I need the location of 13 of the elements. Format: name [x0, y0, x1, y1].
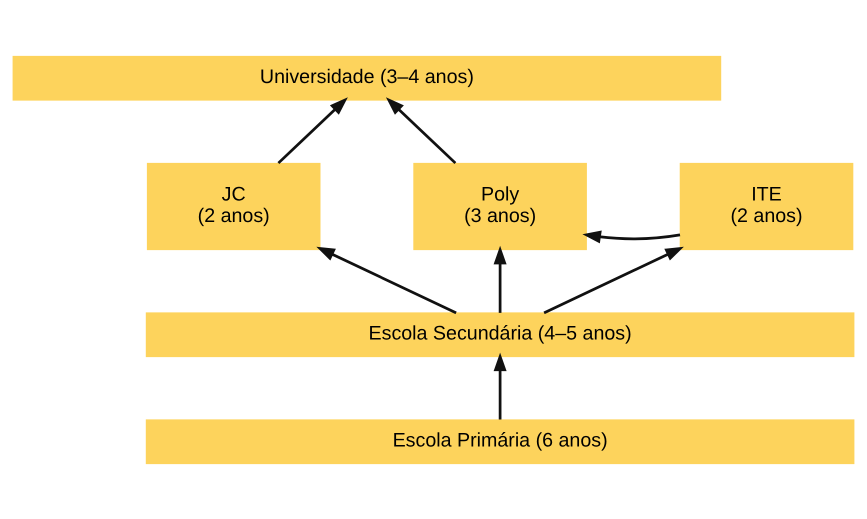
arrow: [544, 246, 684, 314]
node-box: JC (2 anos): [146, 162, 320, 250]
arrow: [386, 96, 456, 164]
arrow: [494, 352, 507, 419]
node-box: Poly (3 anos): [413, 162, 587, 250]
node-box: ITE (2 anos): [680, 162, 854, 250]
node-box: Escola Primária (6 anos): [146, 418, 854, 464]
arrow: [316, 246, 457, 314]
node-box: Universidade (3–4 anos): [12, 55, 722, 100]
arrow: [582, 230, 680, 243]
arrow: [277, 96, 348, 164]
arrow: [494, 245, 507, 312]
node-box: Escola Secundária (4–5 anos): [146, 312, 854, 357]
